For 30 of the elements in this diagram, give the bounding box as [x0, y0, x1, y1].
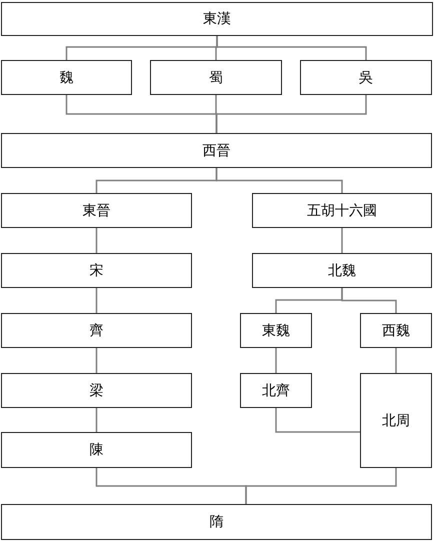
connector-line [96, 228, 98, 253]
dynasty-box: 陳 [1, 432, 192, 468]
dynasty-box: 西魏 [360, 313, 432, 348]
connector-line [216, 95, 367, 133]
connector-line [341, 228, 343, 253]
dynasty-box: 隋 [1, 504, 432, 540]
dynasty-box: 東漢 [1, 2, 433, 36]
connector-line [341, 288, 397, 313]
dynasty-box: 齊 [1, 313, 192, 348]
connector-line [96, 408, 98, 432]
dynasty-box: 東晉 [1, 193, 192, 228]
dynasty-box: 北周 [360, 373, 432, 468]
connector-line [275, 348, 277, 373]
connector-line [96, 348, 98, 373]
connector-line [275, 408, 360, 433]
connector-line [216, 36, 367, 60]
dynasty-box: 東魏 [240, 313, 312, 348]
connector-line [96, 288, 98, 313]
connector-line [216, 168, 343, 193]
dynasty-box: 宋 [1, 253, 192, 288]
dynasty-box: 蜀 [150, 60, 282, 95]
dynasty-box: 五胡十六國 [252, 193, 432, 228]
connector-line [395, 348, 397, 373]
dynasty-box: 吳 [300, 60, 432, 95]
dynasty-box: 北齊 [240, 373, 312, 408]
connector-line [245, 468, 397, 504]
dynasty-box: 梁 [1, 373, 192, 408]
dynasty-box: 北魏 [252, 253, 432, 288]
dynasty-box: 魏 [1, 60, 132, 95]
dynasty-box: 西晉 [1, 133, 432, 168]
